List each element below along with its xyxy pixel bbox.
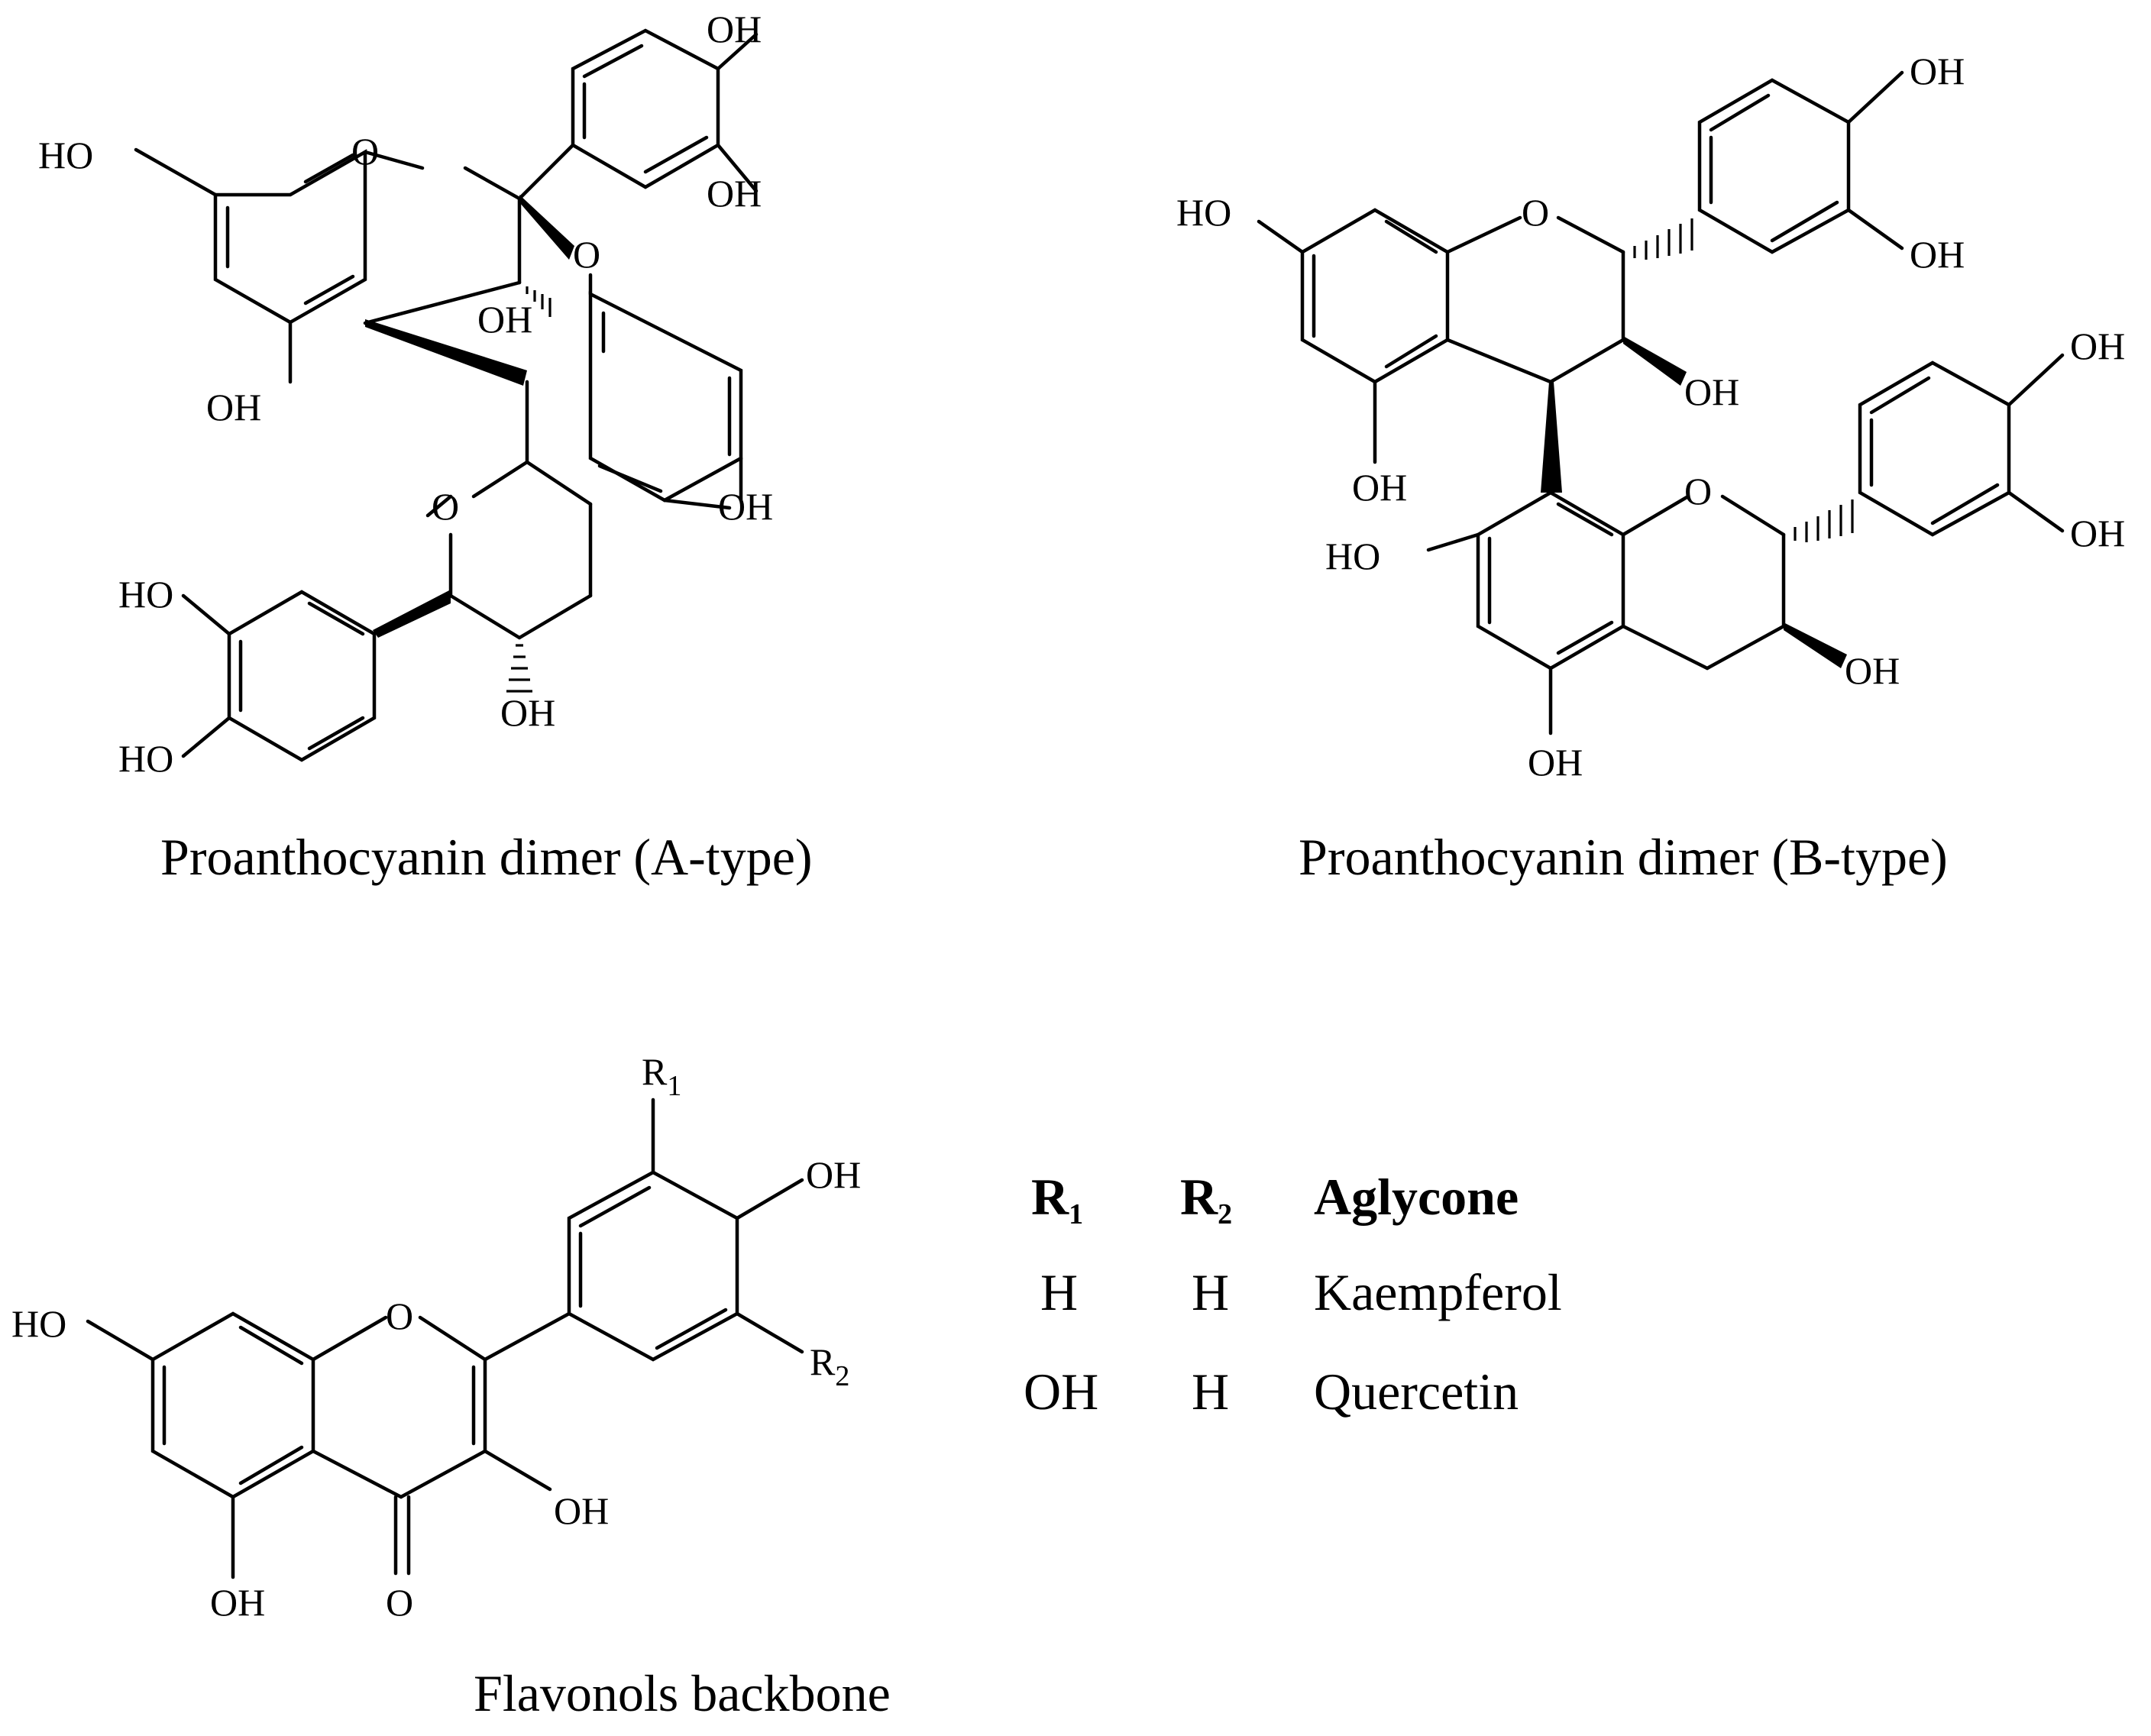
table-header-aglycone: Aglycone — [1314, 1168, 1519, 1226]
atom-label-oh: OH — [554, 1489, 609, 1532]
wedge-bond — [519, 195, 574, 260]
atom-label-ho: HO — [38, 134, 93, 176]
atom-label-o: O — [351, 130, 379, 173]
atom-label-ho: HO — [118, 737, 173, 780]
atom-label-o: O — [1522, 191, 1549, 234]
atom-label-o: O — [386, 1295, 413, 1337]
caption-a-type: Proanthocyanin dimer (A-type) — [160, 828, 813, 886]
atom-label-o: O — [386, 1581, 413, 1624]
flavonol-backbone-structure: HO O OH O OH OH R1 R2 Flavonols backbone — [11, 1050, 891, 1722]
a-type-dimer-structure: HO OH O OH OH O OH OH O HO HO OH Proanth… — [38, 8, 813, 886]
atom-label-oh: OH — [707, 8, 762, 50]
atom-label-o: O — [1684, 470, 1712, 512]
table-cell-aglycone: Quercetin — [1314, 1363, 1519, 1421]
table-header-r1: R1 — [1031, 1168, 1083, 1230]
atom-label-oh: OH — [718, 485, 773, 528]
caption-flavonols: Flavonols backbone — [474, 1664, 891, 1722]
atom-label-oh: OH — [500, 691, 555, 734]
atom-label-r1: R1 — [642, 1050, 681, 1102]
table-cell-r2: H — [1192, 1363, 1229, 1421]
hashed-bond — [506, 644, 532, 693]
atom-label-oh: OH — [1528, 741, 1583, 784]
b-type-dimer-structure: HO O OH OH OH OH O OH OH HO OH OH Proant… — [1176, 50, 2125, 886]
wedge-bond — [1784, 622, 1847, 668]
atom-label-oh: OH — [806, 1153, 861, 1196]
atom-label-oh: OH — [1910, 233, 1965, 276]
table-cell-r1: OH — [1024, 1363, 1098, 1421]
table-cell-r1: H — [1040, 1263, 1078, 1321]
atom-label-r2: R2 — [810, 1340, 849, 1392]
atom-label-oh: OH — [210, 1581, 265, 1624]
hashed-bond — [526, 286, 551, 317]
hashed-bond — [1794, 499, 1854, 542]
caption-b-type: Proanthocyanin dimer (B-type) — [1299, 828, 1948, 886]
wedge-bond — [1623, 336, 1687, 386]
wedge-bond — [1541, 382, 1562, 493]
table-cell-aglycone: Kaempferol — [1314, 1263, 1562, 1321]
wedge-bond — [365, 319, 527, 386]
atom-label-o: O — [573, 233, 600, 276]
atom-label-ho: HO — [1325, 535, 1380, 577]
atom-label-oh: OH — [1684, 370, 1739, 413]
atom-label-oh: OH — [1910, 50, 1965, 92]
atom-label-oh: OH — [1845, 649, 1900, 692]
atom-label-oh: OH — [2070, 512, 2125, 554]
table-header-r2: R2 — [1180, 1168, 1232, 1230]
atom-label-ho: HO — [118, 573, 173, 616]
atom-label-ho: HO — [1176, 191, 1231, 234]
table-cell-r2: H — [1192, 1263, 1229, 1321]
substituent-table: R1 R2 Aglycone H H Kaempferol OH H Querc… — [1024, 1168, 1562, 1421]
atom-label-oh: OH — [206, 386, 261, 428]
atom-label-oh: OH — [2070, 325, 2125, 367]
atom-label-oh: OH — [707, 172, 762, 215]
wedge-bond — [373, 590, 451, 638]
atom-label-o: O — [432, 485, 459, 528]
atom-label-oh: OH — [477, 298, 532, 341]
atom-label-ho: HO — [11, 1302, 66, 1345]
hashed-bond — [1633, 218, 1693, 260]
atom-label-oh: OH — [1352, 466, 1407, 509]
